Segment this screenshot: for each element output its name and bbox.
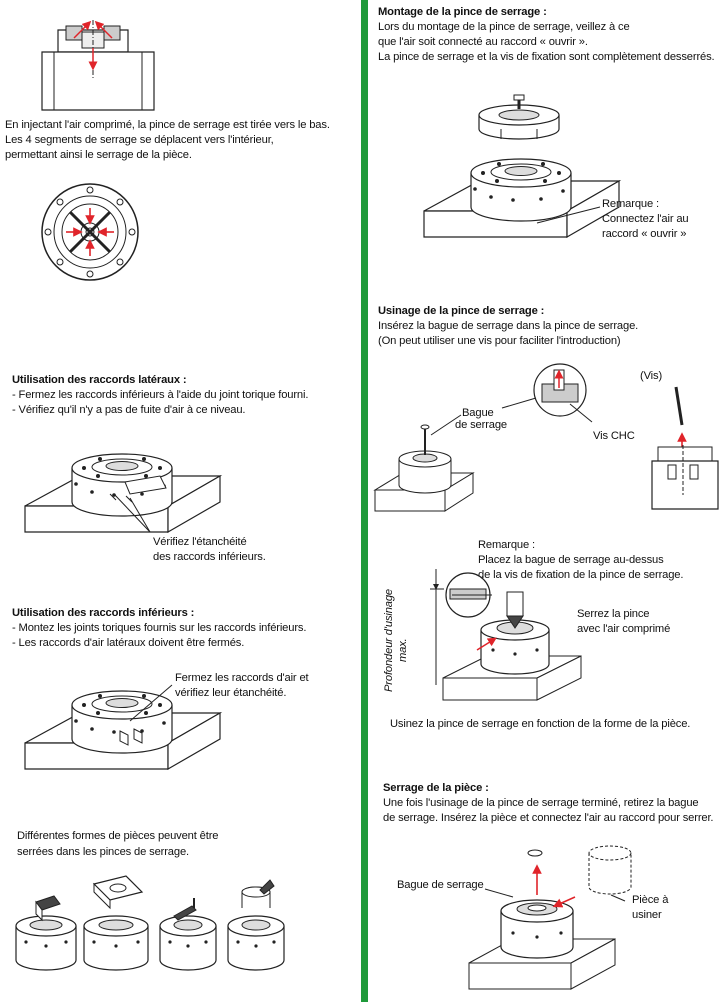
lower-callout-line-2: vérifiez leur étanchéité. — [175, 687, 287, 699]
machining-footer: Usinez la pince de serrage en fonction d… — [390, 718, 691, 730]
machining-line-1: Insérez la bague de serrage dans la pinc… — [378, 320, 639, 332]
machining-line-2: (On peut utiliser une vis pour faciliter… — [378, 335, 621, 347]
clamp-line-1: Une fois l'usinage de la pince de serrag… — [383, 797, 699, 809]
lateral-heading: Utilisation des raccords latéraux : — [12, 374, 187, 386]
cross-section-illustration — [38, 18, 158, 113]
ring-label-line-2: de serrage — [455, 419, 507, 431]
lower-line-2: - Les raccords d'air latéraux doivent êt… — [12, 637, 245, 649]
machining-remark-line-3: de la vis de fixation de la pince de ser… — [478, 569, 684, 581]
part-label-line-2: usiner — [632, 909, 662, 921]
screw-section-illustration — [650, 385, 720, 515]
depth-label-line-2: max. — [397, 638, 409, 662]
lower-line-1: - Montez les joints toriques fournis sur… — [12, 622, 307, 634]
machining-illustration — [420, 565, 580, 705]
tighten-label-line-2: avec l'air comprimé — [577, 623, 671, 635]
machining-heading: Usinage de la pince de serrage : — [378, 305, 545, 317]
mount-illustration — [423, 95, 620, 238]
shapes-line-1: Différentes formes de pièces peuvent êtr… — [17, 830, 219, 842]
lateral-callout-line-1: Vérifiez l'étanchéité — [153, 536, 247, 548]
clamp-ring-label: Bague de serrage — [397, 879, 484, 891]
mount-remark-line-3: raccord « ouvrir » — [602, 228, 687, 240]
column-divider — [361, 0, 368, 1002]
intro-line-2: Les 4 segments de serrage se déplacent v… — [5, 134, 274, 146]
mount-heading: Montage de la pince de serrage : — [378, 6, 547, 18]
mount-remark-line-1: Remarque : — [602, 198, 659, 210]
mount-line-3: La pince de serrage et la vis de fixatio… — [378, 51, 715, 63]
clamp-heading: Serrage de la pièce : — [383, 782, 489, 794]
mount-remark-line-2: Connectez l'air au — [602, 213, 689, 225]
clamp-illustration — [465, 845, 615, 993]
vis-label: (Vis) — [640, 370, 663, 382]
lower-callout-line-1: Fermez les raccords d'air et — [175, 672, 309, 684]
clamp-line-2: de serrage. Insérez la pièce et connecte… — [383, 812, 714, 824]
machining-remark-line-2: Placez la bague de serrage au-dessus — [478, 554, 664, 566]
lateral-connectors-illustration — [24, 453, 221, 533]
machining-remark-line-1: Remarque : — [478, 539, 535, 551]
workpiece-shapes-illustration — [8, 862, 288, 990]
ring-label-line-1: Bague — [462, 407, 494, 419]
lower-heading: Utilisation des raccords inférieurs : — [12, 607, 195, 619]
workpiece-illustration — [585, 845, 635, 897]
part-label-line-1: Pièce à — [632, 894, 669, 906]
top-view-illustration — [40, 182, 140, 282]
tighten-label-line-1: Serrez la pince — [577, 608, 650, 620]
lateral-line-1: - Fermez les raccords inférieurs à l'aid… — [12, 389, 309, 401]
ring-detail-illustration — [500, 362, 595, 422]
mount-line-1: Lors du montage de la pince de serrage, … — [378, 21, 630, 33]
lateral-callout-line-2: des raccords inférieurs. — [153, 551, 266, 563]
vis-chc-label: Vis CHC — [593, 430, 635, 442]
intro-line-3: permettant ainsi le serrage de la pièce. — [5, 149, 192, 161]
lateral-line-2: - Vérifiez qu'il n'y a pas de fuite d'ai… — [12, 404, 246, 416]
intro-line-1: En injectant l'air comprimé, la pince de… — [5, 119, 330, 131]
ring-insert-illustration — [375, 405, 475, 525]
mount-line-2: que l'air soit connecté au raccord « ouv… — [378, 36, 588, 48]
lower-connectors-illustration — [24, 665, 221, 770]
shapes-line-2: serrées dans les pinces de serrage. — [17, 846, 189, 858]
